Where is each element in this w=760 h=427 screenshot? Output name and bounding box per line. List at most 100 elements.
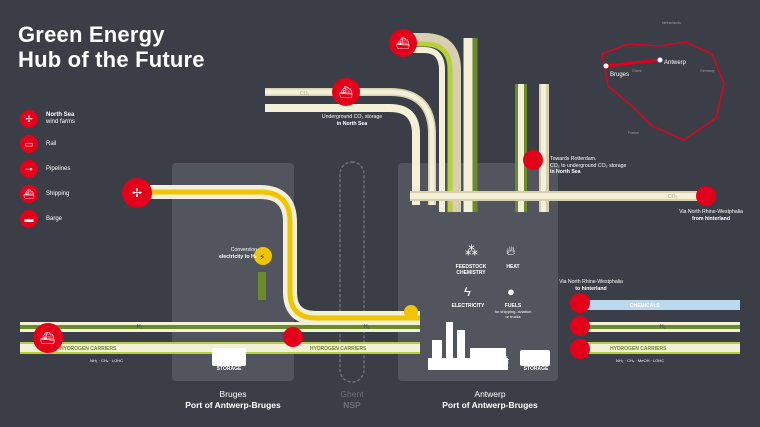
electricity-node [404, 305, 418, 319]
note-text: Conversion [230, 247, 257, 253]
zone-label-antwerp: Antwerp Port of Antwerp-Bruges [400, 389, 580, 411]
chemicals-pipe [580, 300, 740, 310]
pipeline-node-nrw [696, 186, 716, 206]
zone-sub: Port of Antwerp-Bruges [185, 400, 281, 410]
wind-turbine-icon: ✢ [132, 186, 142, 200]
link-line [605, 58, 661, 68]
ship-node-top [389, 29, 417, 57]
zone-sub: NSP [343, 400, 361, 410]
wind-pipe-light [150, 185, 420, 325]
note-bold: in North Sea [336, 120, 368, 127]
lightning-icon: ϟ [464, 284, 471, 299]
pipeline-node-nrw-hinterland [570, 293, 590, 313]
nrw-top-note: Via North Rhine-Westphalia from hinterla… [668, 209, 754, 222]
storage-caption-bruges: STORAGE [216, 366, 242, 372]
zone-name: Ghent [340, 389, 364, 399]
carriers-label-middle: HYDROGEN CARRIERS [310, 346, 367, 352]
legend-label: Pipelines [46, 165, 71, 172]
chemical-industry-icon [428, 322, 508, 370]
ship-icon: ⛴ [20, 185, 38, 203]
rotterdam-light-pipe [518, 84, 524, 212]
barge-icon: ▬ [20, 210, 38, 228]
map-label-france: France [628, 131, 639, 135]
location-map: Bruges Antwerp Netherlands Ghent Germany… [601, 21, 725, 141]
zone-name: Antwerp [474, 389, 506, 399]
map-dot-bruges [603, 63, 609, 69]
h2-label-right: H₂ [660, 324, 666, 330]
droplet-icon: ● [507, 284, 515, 299]
storage-tank-icon-bruges [212, 348, 246, 366]
title-line-1: Green Energy [18, 22, 165, 47]
carriers-pipe-lime [400, 41, 453, 212]
legend-item-pipelines: ⊸ Pipelines [20, 160, 140, 178]
note-text: Towards Rotterdam. [550, 156, 597, 162]
carriers-label-left: HYDROGEN CARRIERS [60, 346, 117, 352]
map-label-netherlands: Netherlands [662, 21, 681, 25]
wind-turbine-node [122, 178, 152, 208]
pipeline-node-bruges [283, 327, 303, 347]
carriers-pipe-outer [400, 33, 461, 212]
lightning-icon: ⚡ [259, 253, 265, 263]
rail-icon: ▭ [20, 135, 38, 153]
chemicals-label: CHEMICALS [630, 303, 660, 309]
zone-label-ghent: Ghent NSP [320, 389, 384, 411]
note-bold: to hinterland [575, 285, 607, 292]
fuels-caption: FUELS [504, 303, 522, 309]
co2-storage-note: Underground CO₂ storage in North Sea [312, 114, 392, 127]
belgium-border [601, 41, 725, 141]
note-text: Via North Rhine-Westphalia [559, 279, 623, 285]
map-label-germany: Germany [700, 69, 715, 73]
title-line-2: Hub of the Future [18, 47, 205, 72]
ship-icon: ⛴ [396, 37, 410, 50]
zone-name: Bruges [219, 389, 247, 399]
co2-label: CO₂ [300, 91, 310, 97]
h2-label-left: H₂ [137, 324, 143, 330]
heat-caption: HEAT [506, 264, 520, 270]
map-label-antwerp: Antwerp [664, 60, 687, 66]
conversion-note: Conversion electricity to H₂ [205, 247, 257, 260]
zone-sub: Port of Antwerp-Bruges [442, 400, 538, 410]
feedstock-chemistry-icon: ⁂ [465, 243, 478, 258]
caption-text: INDUSTRY [483, 362, 509, 368]
map-label-ghent: Ghent [632, 69, 642, 73]
legend-item-shipping: ⛴ Shipping [20, 185, 140, 203]
fuels-sub-caption: for shipping, aviation or trucks [488, 309, 538, 319]
ship-node-bottom-left [33, 323, 63, 353]
bottom-carriers-inner [20, 344, 286, 352]
legend-label: Barge [46, 215, 63, 222]
storage-tank-icon-antwerp [520, 350, 550, 366]
middle-carriers-inner [200, 344, 420, 352]
rotterdam-beige-inner [541, 84, 546, 212]
conversion-node [254, 247, 272, 265]
pipeline-icon: ⊸ [20, 160, 38, 178]
carriers-label-right: HYDROGEN CARRIERS [610, 346, 667, 352]
middle-h2-pipe-green [200, 325, 420, 329]
note-bold: in North Sea [550, 169, 581, 175]
legend-item-barge: ▬ Barge [20, 210, 140, 228]
page-title: Green Energy Hub of the Future [18, 22, 205, 72]
legend-item-rail: ▭ Rail [20, 135, 140, 153]
caption-text: CHEMICAL [482, 356, 510, 362]
nrw-bottom-note: Via North Rhine-Westphalia to hinterland [548, 279, 634, 292]
note-text: Via North Rhine-Westphalia [679, 209, 743, 215]
right-h2-pipe-green [580, 325, 740, 329]
wind-pipe-yellow [150, 189, 420, 321]
chemical-industry-caption: CHEMICAL INDUSTRY [476, 356, 516, 368]
zone-label-bruges: Bruges Port of Antwerp-Bruges [172, 389, 294, 411]
carriers-formula-left: NH₃ · CH₄ · LOHC [90, 358, 123, 363]
note-text: CO₂ to underground CO₂ storage [550, 162, 627, 169]
ship-icon: ⛴ [339, 86, 353, 99]
feedstock-caption: FEEDSTOCK CHEMISTRY [448, 264, 494, 276]
caption-text: or trucks [505, 314, 521, 319]
ghent-dashed-track [339, 161, 365, 383]
electricity-caption: ELECTRICITY [451, 303, 485, 309]
note-bold: electricity to H₂ [218, 253, 257, 260]
pipeline-node-rotterdam [523, 150, 543, 170]
legend-label: Shipping [46, 190, 70, 197]
barge-node-hinterland [570, 339, 590, 359]
co2-pipe-light-top [265, 89, 435, 205]
right-carriers-inner [580, 344, 740, 352]
legend-label-bold: North Sea [46, 112, 75, 118]
